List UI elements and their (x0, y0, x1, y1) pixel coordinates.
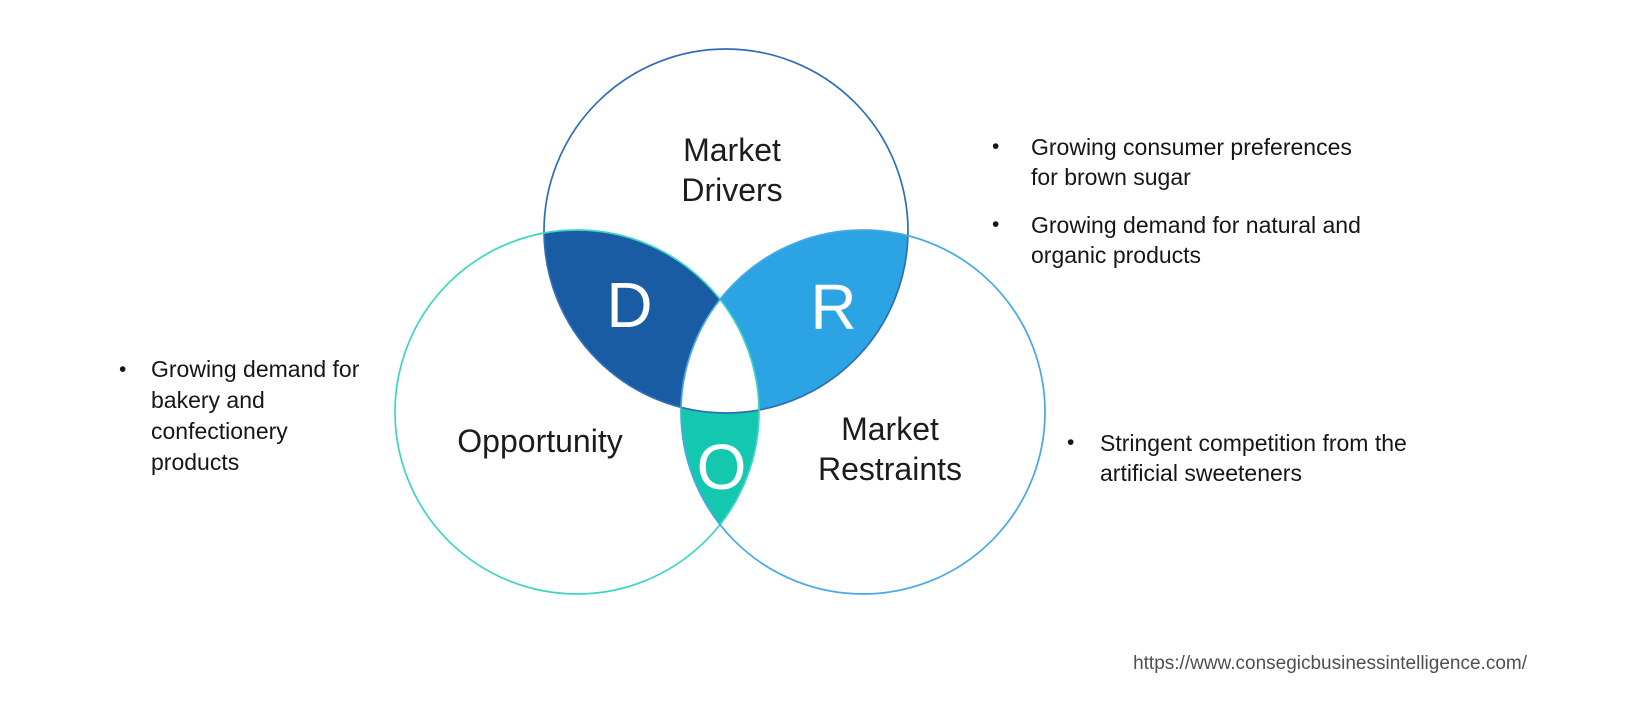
letter-d: D (606, 269, 654, 341)
list-item: • Stringent competition from the artific… (1067, 428, 1507, 488)
opportunity-annotations: • Growing demand for bakery and confecti… (119, 354, 439, 478)
letter-o: O (696, 431, 748, 503)
list-item: • Growing demand for bakery and confecti… (119, 354, 439, 478)
bullet-icon: • (1067, 431, 1075, 454)
bullet-icon: • (992, 135, 1000, 158)
opportunity-bullet-1: Growing demand for bakery and confection… (151, 356, 360, 475)
source-url: https://www.consegicbusinessintelligence… (1133, 653, 1527, 674)
restraints-bullet-1: Stringent competition from the artificia… (1100, 430, 1407, 486)
letter-r: R (810, 271, 858, 343)
list-item: • Growing consumer preferences for brown… (992, 132, 1422, 192)
drivers-annotations: • Growing consumer preferences for brown… (992, 132, 1422, 270)
drivers-bullet-1: Growing consumer preferences for brown s… (1031, 134, 1352, 190)
bullet-icon: • (119, 358, 127, 381)
opportunity-label: Opportunity (457, 423, 623, 459)
opportunity-circle-outline (394, 229, 760, 595)
restraints-label: Market Restraints (817, 411, 963, 487)
bullet-icon: • (992, 213, 1000, 236)
drivers-bullet-2: Growing demand for natural and organic p… (1031, 212, 1361, 268)
drivers-label: Market Drivers (681, 132, 783, 208)
drivers-circle-outline (543, 48, 909, 414)
restraints-circle-outline (680, 229, 1046, 595)
list-item: • Growing demand for natural and organic… (992, 210, 1422, 270)
restraints-annotations: • Stringent competition from the artific… (1067, 428, 1507, 488)
